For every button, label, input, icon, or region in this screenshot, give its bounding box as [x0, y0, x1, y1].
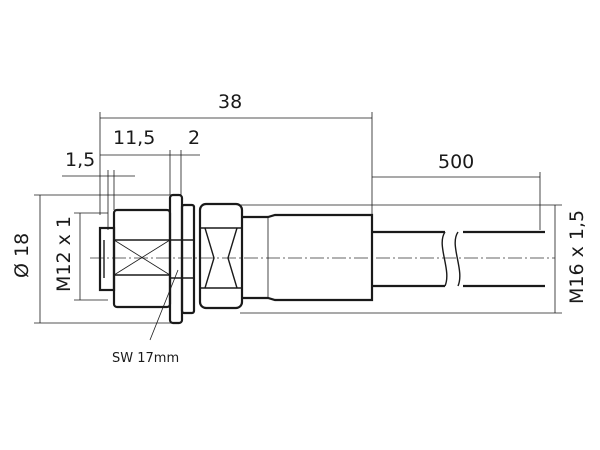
cable: [372, 230, 545, 288]
front-insert: [98, 226, 116, 292]
coupling-body: [112, 208, 172, 309]
label-cable-length: 500: [438, 151, 474, 173]
mounting-nut: [168, 193, 196, 325]
dim-m16-lines: [240, 204, 562, 314]
label-front-thread: M12 x 1: [53, 216, 75, 292]
dim-1-5-lines: [62, 170, 135, 230]
label-diameter: Ø 18: [11, 233, 33, 278]
dim-500-lines: [372, 172, 541, 230]
label-front-offset: 1,5: [65, 149, 95, 171]
rear-housing: [242, 213, 374, 302]
label-wrench-size: SW 17mm: [112, 351, 179, 366]
label-rear-thread: M16 x 1,5: [566, 210, 588, 304]
dim-diameter-lines: [34, 194, 172, 324]
label-nut-thickness: 2: [188, 127, 200, 149]
label-overall-length: 38: [218, 91, 242, 113]
rear-hex-nut: [198, 202, 244, 310]
sw-leader: [149, 269, 179, 341]
label-body-length: 11,5: [113, 127, 155, 149]
dim-38-lines: [99, 112, 373, 215]
dim-m12-lines: [74, 212, 108, 301]
dim-11-5-lines: [100, 150, 200, 195]
